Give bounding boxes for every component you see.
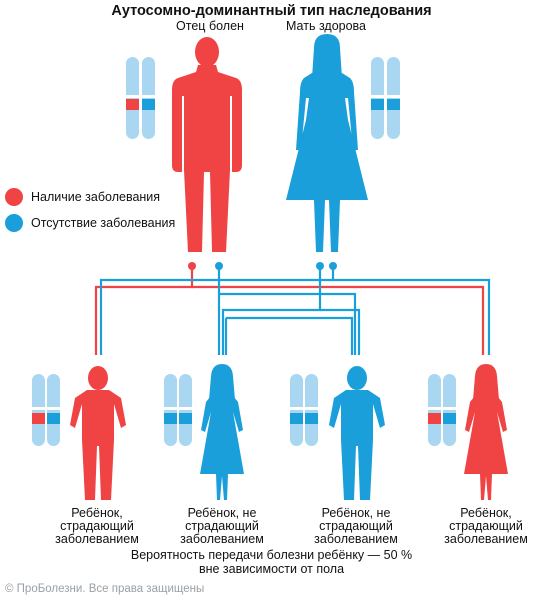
legend-affected-label: Наличие заболевания <box>31 190 161 204</box>
mother-chromosomes <box>371 57 400 139</box>
father-chromosomes <box>126 57 155 139</box>
child-2-chromosomes <box>164 374 192 446</box>
child-4-label: Ребёнок, страдающий заболеванием <box>444 506 528 546</box>
father-figure <box>172 37 242 252</box>
child-3-chromosomes <box>290 374 318 446</box>
mother-figure <box>286 34 368 252</box>
diagram-title: Аутосомно-доминантный тип наследования <box>111 3 432 19</box>
mother-label: Мать здорова <box>286 19 366 33</box>
copyright-notice: © ПроБолезни. Все права защищены <box>5 583 205 595</box>
probability-note-line-1: Вероятность передачи болезни ребёнку — 5… <box>130 548 413 562</box>
legend-healthy-marker <box>5 214 23 232</box>
child-3-boy-figure <box>329 366 385 500</box>
child-1-label: Ребёнок, страдающий заболеванием <box>55 506 139 546</box>
legend-affected-marker <box>5 188 23 206</box>
child-1-chromosomes <box>32 374 60 446</box>
probability-note-line-2: вне зависимости от пола <box>198 562 345 576</box>
probability-note: Вероятность передачи болезни ребёнку — 5… <box>0 548 543 576</box>
inheritance-lines <box>94 266 491 355</box>
father-label: Отец болен <box>176 19 244 33</box>
child-1-boy-figure <box>70 366 126 500</box>
child-2-girl-figure <box>200 364 244 500</box>
child-4-girl-figure <box>464 364 508 500</box>
child-4-chromosomes <box>428 374 456 446</box>
child-3-label: Ребёнок, не страдающий заболеванием <box>314 506 398 546</box>
child-2-label: Ребёнок, не страдающий заболеванием <box>180 506 264 546</box>
legend-healthy-label: Отсутствие заболевания <box>31 216 176 230</box>
